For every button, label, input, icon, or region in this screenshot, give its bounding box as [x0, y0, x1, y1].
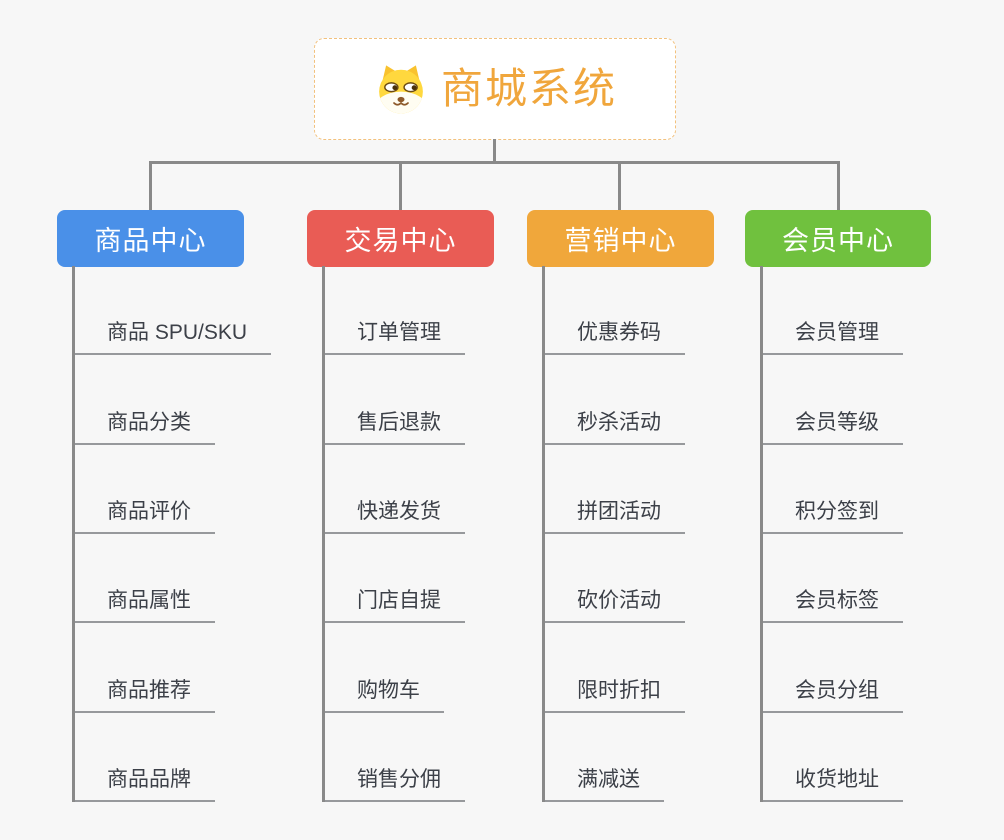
leaf-node[interactable]: 会员等级: [763, 406, 903, 445]
leaf-node[interactable]: 商品分类: [75, 406, 215, 445]
leaf-node[interactable]: 会员管理: [763, 316, 903, 356]
branch-children-product-center: 商品 SPU/SKU 商品分类 商品评价 商品属性 商品推荐 商品品牌: [72, 266, 315, 802]
leaf-node[interactable]: 砍价活动: [545, 584, 685, 624]
branch-children-marketing-center: 优惠券码 秒杀活动 拼团活动 砍价活动 限时折扣 满减送: [542, 266, 785, 802]
branch-node-marketing-center[interactable]: 营销中心: [527, 210, 714, 267]
branch-node-member-center[interactable]: 会员中心: [745, 210, 931, 267]
doge-face-icon: [379, 65, 423, 114]
connector-root-stem: [493, 139, 496, 163]
leaf-node[interactable]: 商品 SPU/SKU: [75, 316, 272, 356]
connector-drop-member-center: [837, 161, 840, 211]
leaf-node[interactable]: 门店自提: [325, 584, 465, 624]
branch-node-product-center[interactable]: 商品中心: [57, 210, 244, 267]
leaf-node[interactable]: 限时折扣: [545, 674, 685, 713]
leaf-node[interactable]: 商品推荐: [75, 674, 215, 713]
branch-node-trade-center[interactable]: 交易中心: [307, 210, 494, 267]
leaf-node[interactable]: 会员标签: [763, 584, 903, 624]
leaf-node[interactable]: 销售分佣: [325, 763, 465, 802]
leaf-node[interactable]: 商品属性: [75, 584, 215, 624]
root-title: 商城系统: [440, 65, 617, 112]
leaf-node[interactable]: 积分签到: [763, 495, 903, 534]
leaf-node[interactable]: 会员分组: [763, 674, 903, 713]
leaf-node[interactable]: 满减送: [545, 763, 664, 802]
connector-drop-product-center: [149, 161, 152, 211]
leaf-node[interactable]: 秒杀活动: [545, 406, 685, 445]
leaf-node[interactable]: 订单管理: [325, 316, 465, 356]
branch-children-member-center: 会员管理 会员等级 积分签到 会员标签 会员分组 收货地址: [760, 266, 1003, 802]
root-node[interactable]: 商城系统: [314, 38, 676, 140]
leaf-node[interactable]: 商品评价: [75, 495, 215, 534]
connector-bus: [149, 161, 840, 164]
leaf-node[interactable]: 售后退款: [325, 406, 465, 445]
leaf-node[interactable]: 收货地址: [763, 763, 903, 802]
leaf-node[interactable]: 优惠券码: [545, 316, 685, 356]
leaf-node[interactable]: 拼团活动: [545, 495, 685, 534]
connector-drop-trade-center: [399, 161, 402, 211]
leaf-node[interactable]: 购物车: [325, 674, 444, 713]
branch-children-trade-center: 订单管理 售后退款 快递发货 门店自提 购物车 销售分佣: [322, 266, 565, 802]
leaf-node[interactable]: 快递发货: [325, 495, 465, 534]
leaf-node[interactable]: 商品品牌: [75, 763, 215, 802]
connector-drop-marketing-center: [618, 161, 621, 211]
